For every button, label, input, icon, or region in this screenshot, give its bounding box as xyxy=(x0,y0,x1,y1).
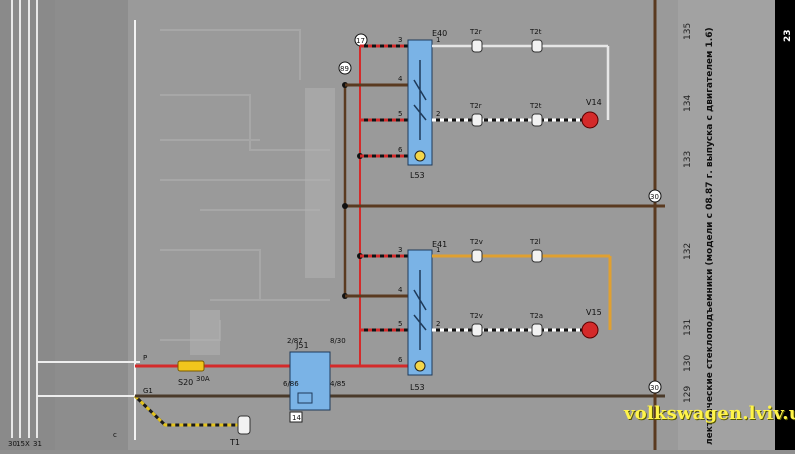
label-v14: V14 xyxy=(586,98,602,107)
pin-e41-3: 3 xyxy=(398,246,402,254)
pin-e40-3: 3 xyxy=(398,36,402,44)
row-label-g1: G1 xyxy=(143,387,153,395)
label-t2l: T2l xyxy=(529,238,541,246)
col-129: 129 xyxy=(683,386,693,403)
rail-label-15: 15 xyxy=(16,440,25,448)
label-e40: E40 xyxy=(432,29,447,38)
label-j51: J51 xyxy=(295,341,309,350)
pin-2-87: 2/87 xyxy=(287,337,303,345)
switch-e41 xyxy=(345,249,433,376)
connector-t1 xyxy=(237,415,251,435)
label-t2r-top: T2r xyxy=(469,28,482,36)
label-e41: E41 xyxy=(432,240,447,249)
col-131: 131 xyxy=(683,319,693,336)
label-t2t-top: T2t xyxy=(529,28,542,36)
label-t2a: T2a xyxy=(529,312,543,320)
pin-e40-1: 1 xyxy=(436,36,440,44)
column-numbers: 129 130 131 132 133 134 135 xyxy=(683,23,693,403)
label-t2r-mid: T2r xyxy=(469,102,482,110)
watermark: volkswagen.lviv.ua xyxy=(624,403,795,424)
pin-4-85: 4/85 xyxy=(330,380,346,388)
switch-e40 xyxy=(345,39,433,166)
caption-area xyxy=(678,0,788,450)
label-t2t-mid: T2t xyxy=(529,102,542,110)
ground-left-label: c xyxy=(113,431,117,439)
label-j51-num: 14 xyxy=(292,414,301,422)
row-label-p: P xyxy=(143,354,147,362)
label-l53-upper: L53 xyxy=(410,171,425,180)
diagram-area xyxy=(128,0,680,450)
label-fuse-rating: 30A xyxy=(196,375,210,383)
page-edge xyxy=(775,0,795,450)
motor-v15 xyxy=(581,321,599,339)
rail-label-31: 31 xyxy=(33,440,42,448)
marker-30-top: 30 xyxy=(650,193,659,201)
col-135: 135 xyxy=(683,23,693,40)
label-t2v-top: T2v xyxy=(469,238,483,246)
fuse-s20 xyxy=(177,360,205,372)
pin-e41-2: 2 xyxy=(436,320,440,328)
marker-17: 17 xyxy=(356,37,365,45)
label-l53-lower: L53 xyxy=(410,383,425,392)
col-133: 133 xyxy=(683,151,693,168)
label-t1: T1 xyxy=(229,438,240,447)
col-134: 134 xyxy=(683,95,693,112)
marker-89: 89 xyxy=(340,65,349,73)
pin-e41-6: 6 xyxy=(398,356,403,364)
motor-v14 xyxy=(581,111,599,129)
pin-e41-4: 4 xyxy=(398,286,403,294)
pin-e41-1: 1 xyxy=(436,246,440,254)
pin-6-86: 6/86 xyxy=(283,380,299,388)
label-t2v-mid: T2v xyxy=(469,312,483,320)
col-130: 130 xyxy=(683,355,693,372)
diagram-caption: лектрические стеклоподъемники (модели с … xyxy=(705,27,715,445)
pin-e40-6: 6 xyxy=(398,146,403,154)
pin-e40-5: 5 xyxy=(398,110,402,118)
rail-label-x: X xyxy=(25,440,30,448)
pin-e40-2: 2 xyxy=(436,110,440,118)
pin-e40-4: 4 xyxy=(398,75,403,83)
marker-30-bottom: 30 xyxy=(650,384,659,392)
col-132: 132 xyxy=(683,243,693,260)
page-corner-number: 23 xyxy=(783,29,793,42)
pin-8-30: 8/30 xyxy=(330,337,346,345)
rail-label-30: 30 xyxy=(8,440,17,448)
pin-e41-5: 5 xyxy=(398,320,402,328)
label-v15: V15 xyxy=(586,308,602,317)
relay-j51 xyxy=(289,351,331,411)
label-s20: S20 xyxy=(178,378,193,387)
